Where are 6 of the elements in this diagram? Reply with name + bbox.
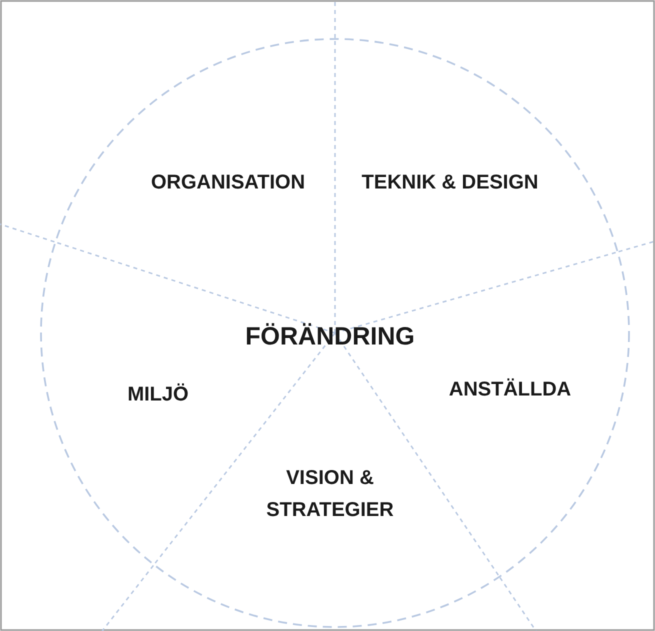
sector-label: MILJÖ [127,384,189,406]
sector-label: VISION & STRATEGIER [265,466,395,523]
center-label: FÖRÄNDRING [245,322,415,352]
sector-label: TEKNIK & DESIGN [362,172,538,194]
sector-label: ORGANISATION [150,172,306,194]
sector-label: ANSTÄLLDA [448,378,572,402]
